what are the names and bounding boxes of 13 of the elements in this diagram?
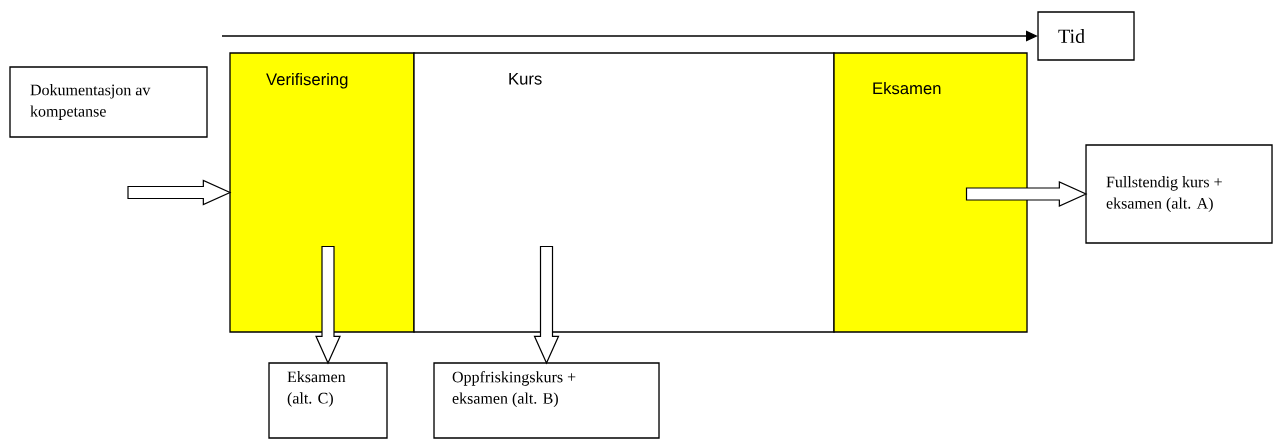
text-box: Eksamen (alt. C) xyxy=(268,362,388,439)
block-arrow xyxy=(965,181,1088,207)
stage-panel: Verifisering xyxy=(229,52,415,333)
block-arrow xyxy=(533,245,560,365)
block-arrow xyxy=(315,245,341,365)
text-box: Oppfriskingskurs + eksamen (alt. B) xyxy=(433,362,660,439)
text-box: Fullstendig kurs + eksamen (alt. A) xyxy=(1085,144,1273,244)
stage-panel: Kurs xyxy=(413,52,835,333)
text-box: Tid xyxy=(1037,11,1135,61)
text-box: Dokumentasjon av kompetanse xyxy=(9,66,208,138)
block-arrow xyxy=(127,179,232,206)
stage-panel: Eksamen xyxy=(833,52,1028,333)
timeline-arrow xyxy=(221,30,1038,42)
